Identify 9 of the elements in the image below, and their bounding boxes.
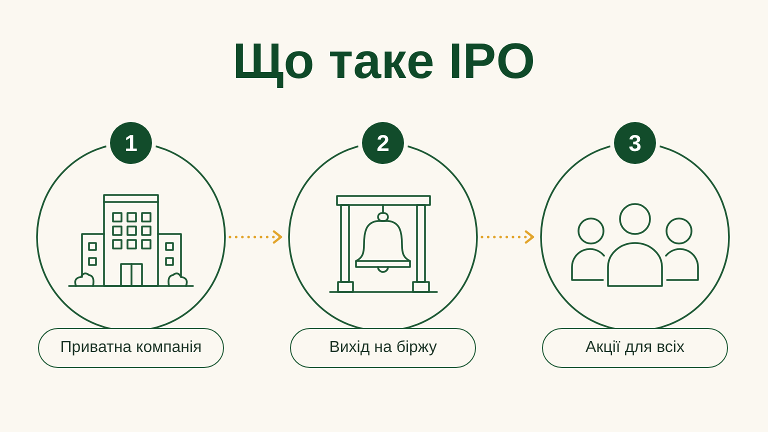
step-label: Вихід на біржу [290, 328, 476, 368]
dotted-arrow [480, 230, 534, 244]
step-label: Приватна компанія [38, 328, 224, 368]
title: Що таке IPO [232, 32, 536, 91]
step-label: Акції для всіх [542, 328, 728, 368]
step-number-badge: 3 [614, 122, 656, 164]
step-number-badge: 2 [362, 122, 404, 164]
step-number-badge: 1 [110, 122, 152, 164]
dotted-arrow [228, 230, 282, 244]
